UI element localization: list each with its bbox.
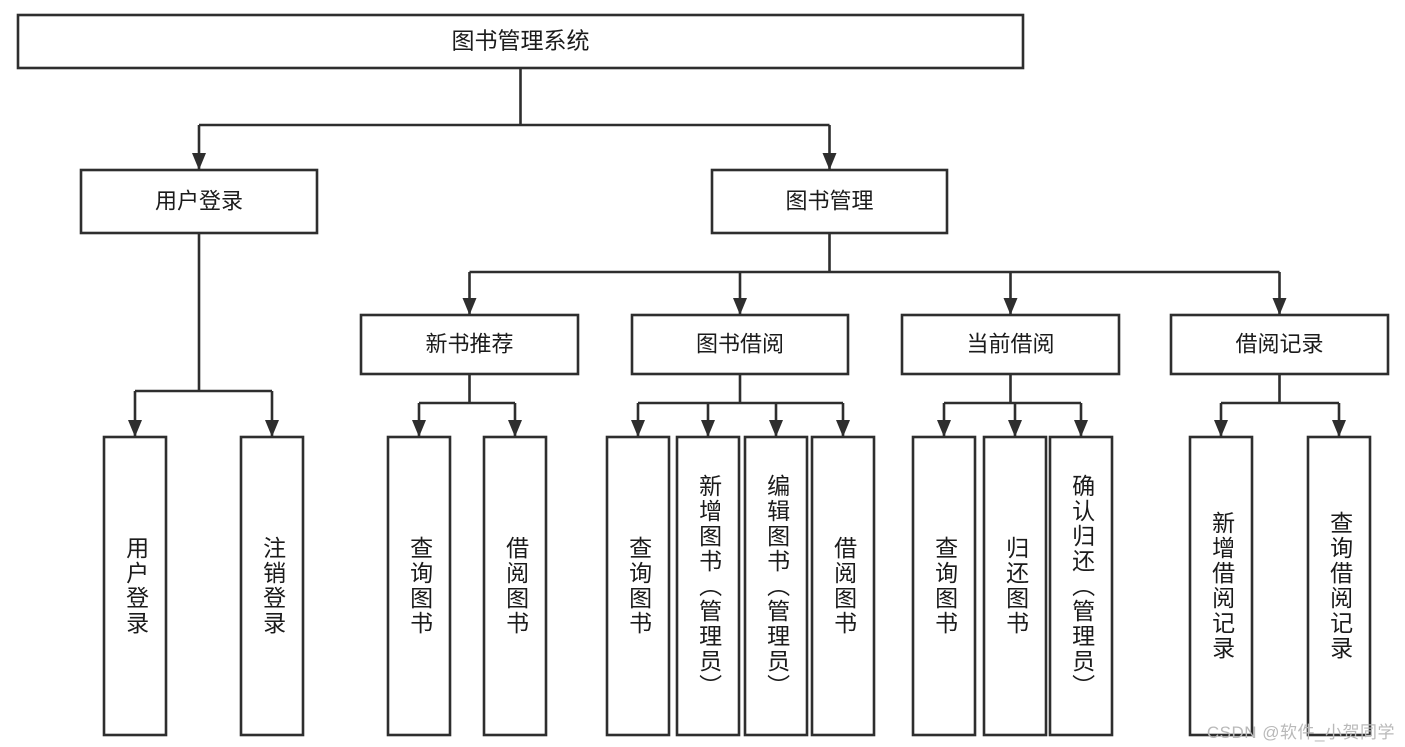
arrow-head-icon	[1214, 420, 1228, 437]
arrow-head-icon	[192, 153, 206, 170]
leaf-2-1[interactable]	[982, 435, 1048, 737]
arrow-head-icon	[1008, 420, 1022, 437]
arrow-head-icon	[508, 420, 522, 437]
arrow-head-icon	[412, 420, 426, 437]
node-label: 用户登录	[155, 188, 243, 213]
leaf-0-0[interactable]	[386, 435, 452, 737]
arrow-head-icon	[1074, 420, 1088, 437]
node-label: 新书推荐	[425, 331, 513, 356]
node-2-当前借阅[interactable]: 当前借阅	[900, 313, 1121, 376]
leaf-3-1[interactable]	[1306, 435, 1372, 737]
node-1-图书借阅[interactable]: 图书借阅	[630, 313, 850, 376]
node-label: 当前借阅	[966, 331, 1054, 356]
arrow-head-icon	[836, 420, 850, 437]
watermark-text: CSDN @软件_小贺同学	[1206, 723, 1395, 742]
node-3-借阅记录[interactable]: 借阅记录	[1169, 313, 1390, 376]
node-book-management[interactable]: 图书管理	[710, 168, 949, 235]
leaf-1-3[interactable]	[810, 435, 876, 737]
leaf-1-0[interactable]	[605, 435, 671, 737]
leaf-3-0[interactable]	[1188, 435, 1254, 737]
node-label: 借阅记录	[1235, 331, 1323, 356]
leaf-0-1[interactable]	[482, 435, 548, 737]
arrow-head-icon	[769, 420, 783, 437]
arrow-head-icon	[733, 298, 747, 315]
arrow-head-icon	[822, 153, 837, 170]
leaf-1-1[interactable]	[675, 435, 741, 737]
arrow-head-icon	[701, 420, 715, 437]
arrow-head-icon	[1003, 298, 1018, 315]
connector-layer	[128, 68, 1346, 437]
arrow-head-icon	[265, 420, 279, 437]
node-root-system[interactable]: 图书管理系统	[16, 13, 1025, 70]
leaf-user-1[interactable]	[239, 435, 305, 737]
arrow-head-icon	[128, 420, 142, 437]
node-label: 图书管理系统	[452, 28, 590, 54]
leaf-2-0[interactable]	[911, 435, 977, 737]
node-0-新书推荐[interactable]: 新书推荐	[359, 313, 580, 376]
arrow-head-icon	[631, 420, 645, 437]
arrow-head-icon	[1272, 298, 1287, 315]
node-label: 图书管理	[785, 188, 873, 213]
node-user-login[interactable]: 用户登录	[79, 168, 319, 235]
arrow-head-icon	[1332, 420, 1346, 437]
leaf-2-2[interactable]	[1048, 435, 1114, 737]
node-label: 图书借阅	[696, 331, 784, 356]
leaf-1-2[interactable]	[743, 435, 809, 737]
leaf-user-0[interactable]	[102, 435, 168, 737]
arrow-head-icon	[937, 420, 951, 437]
arrow-head-icon	[462, 298, 477, 315]
